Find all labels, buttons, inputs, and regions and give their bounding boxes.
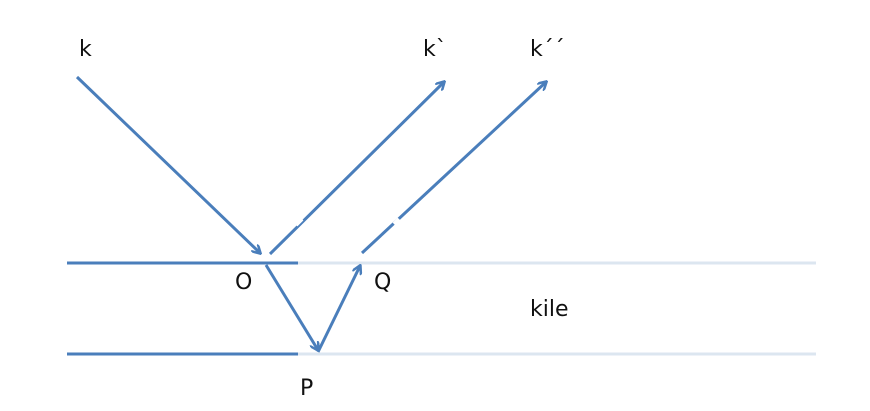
label-point-q: Q [374, 270, 391, 295]
ray-gap-2 [392, 217, 401, 226]
label-k-prime: k` [423, 37, 447, 62]
reflected-ray-k-prime [268, 82, 444, 256]
outgoing-ray-k-double-prime [360, 82, 546, 255]
label-k-double-prime: k´´ [530, 37, 565, 62]
label-kile: kile [530, 297, 569, 322]
label-point-o: O [235, 270, 252, 295]
ray-gap-1 [294, 217, 304, 227]
incident-ray-k [75, 75, 260, 253]
label-k: k [79, 37, 92, 62]
label-point-p: P [300, 376, 313, 401]
refracted-ray-o-to-p [264, 264, 318, 350]
ray-gap-3 [326, 314, 333, 323]
reflected-ray-p-to-q [316, 266, 360, 353]
